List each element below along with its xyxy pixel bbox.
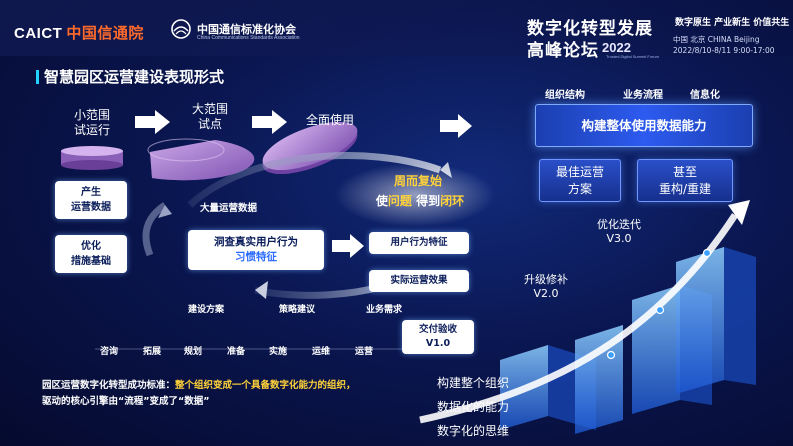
best-plan-card: 最佳运营 方案	[539, 159, 621, 202]
insight-line1: 洞查真实用户行为	[214, 236, 298, 248]
cycle-text-line2: 使问题 得到闭环	[355, 192, 485, 209]
pie-disc-icon	[147, 138, 255, 181]
criteria-line2: 驱动的核心引擎由“流程”变成了“数据”	[42, 396, 210, 407]
version-v2: 升级修补 V2.0	[524, 273, 568, 300]
header-informatization: 信息化	[690, 90, 720, 101]
caict-logo-text: CAICT	[14, 25, 63, 42]
insight-line2: 习惯特征	[235, 251, 277, 263]
forum-dates: 2022/8/10-8/11 9:00-17:00	[673, 46, 775, 55]
success-criteria-note: 园区运营数字化转型成功标准：整个组织变成一个具备数字化能力的组织， 驱动的核心引…	[42, 378, 442, 410]
forum-title-en: Trusted Digital Summit Forum	[606, 54, 659, 59]
criteria-text: 整个组织变成一个具备数字化能力的组织，	[175, 380, 356, 391]
strategy-label: 策略建议	[279, 305, 316, 315]
assoc-name-en: China Communications Standards Associati…	[197, 35, 300, 41]
cycle-text-d: 闭环	[440, 194, 465, 208]
user-feature-box: 用户行为特征	[369, 232, 469, 254]
rebuild-card: 甚至 重构/重建	[637, 159, 733, 202]
title-accent-bar	[36, 70, 39, 84]
arrow-right-icon	[252, 110, 287, 134]
actual-effect-box: 实际运营效果	[369, 270, 469, 292]
cycle-text-a: 使	[375, 194, 388, 208]
cylinder-small-icon	[61, 146, 123, 170]
forum-title-line1: 数字化转型发展	[527, 19, 653, 39]
delivery-acceptance-box: 交付验收 V1.0	[402, 320, 474, 354]
build-plan-label: 建设方案	[188, 305, 225, 315]
data-ability-banner: 构建整体使用数据能力	[535, 104, 753, 147]
assoc-name-cn: 中国通信标准化协会	[197, 23, 296, 36]
step-prepare: 准备	[227, 347, 246, 357]
growth-staircase	[500, 247, 756, 434]
header-org-structure: 组织结构	[545, 90, 585, 101]
business-need-label: 业务需求	[366, 305, 403, 315]
step-operate: 运营	[355, 347, 374, 357]
stage-full-use: 全面使用	[305, 113, 354, 127]
big-operation-data: 大量运营数据	[200, 203, 258, 214]
step-implement: 实施	[269, 347, 288, 357]
caict-logo-cn: 中国信通院	[66, 24, 144, 42]
insight-box: 洞查真实用户行为 习惯特征	[188, 230, 324, 270]
header-business-process: 业务流程	[623, 90, 663, 101]
optimize-basis-box: 优化 措施基础	[55, 235, 127, 273]
bottom-line3: 数字化的思维	[437, 424, 510, 438]
stage-small-trial: 小范围 试运行	[73, 108, 110, 137]
step-consult: 咨询	[100, 347, 119, 357]
step-maintain: 运维	[312, 347, 331, 357]
step-plan: 规划	[184, 347, 203, 357]
step-expand: 拓展	[143, 347, 162, 357]
bottom-line1: 构建整个组织	[437, 376, 510, 390]
forum-location: 中国 北京 CHINA Beijing	[673, 35, 760, 44]
stage-large-pilot: 大范围 试点	[191, 102, 228, 131]
version-v3: 优化迭代 V3.0	[597, 218, 641, 245]
milestone-dot-icon	[702, 248, 712, 258]
arrow-right-icon	[135, 110, 170, 134]
milestone-dot-icon	[655, 305, 665, 315]
cycle-text-line1: 周而复始	[393, 174, 442, 188]
cycle-text-c: 得到	[411, 194, 441, 208]
cycle-text-b: 问题	[387, 194, 412, 208]
forum-year: 2022	[602, 40, 631, 55]
header-bar	[0, 0, 793, 56]
forum-title-line2: 高峰论坛	[527, 41, 599, 61]
cycle-glow	[335, 163, 495, 227]
produce-data-box: 产生 运营数据	[55, 181, 127, 219]
growth-arrow	[419, 213, 738, 424]
milestone-dot-icon	[606, 350, 616, 360]
page-title: 智慧园区运营建设表现形式	[44, 68, 225, 86]
ccsa-logo-icon	[171, 19, 191, 39]
arrow-right-icon	[440, 114, 472, 138]
forum-slogan: 数字原生 产业新生 价值共生	[675, 18, 790, 28]
bottom-line2: 数据化的能力	[437, 400, 510, 414]
growth-arrow-head-icon	[728, 200, 750, 225]
arrow-right-icon	[332, 234, 364, 258]
criteria-label: 园区运营数字化转型成功标准：	[42, 380, 176, 391]
